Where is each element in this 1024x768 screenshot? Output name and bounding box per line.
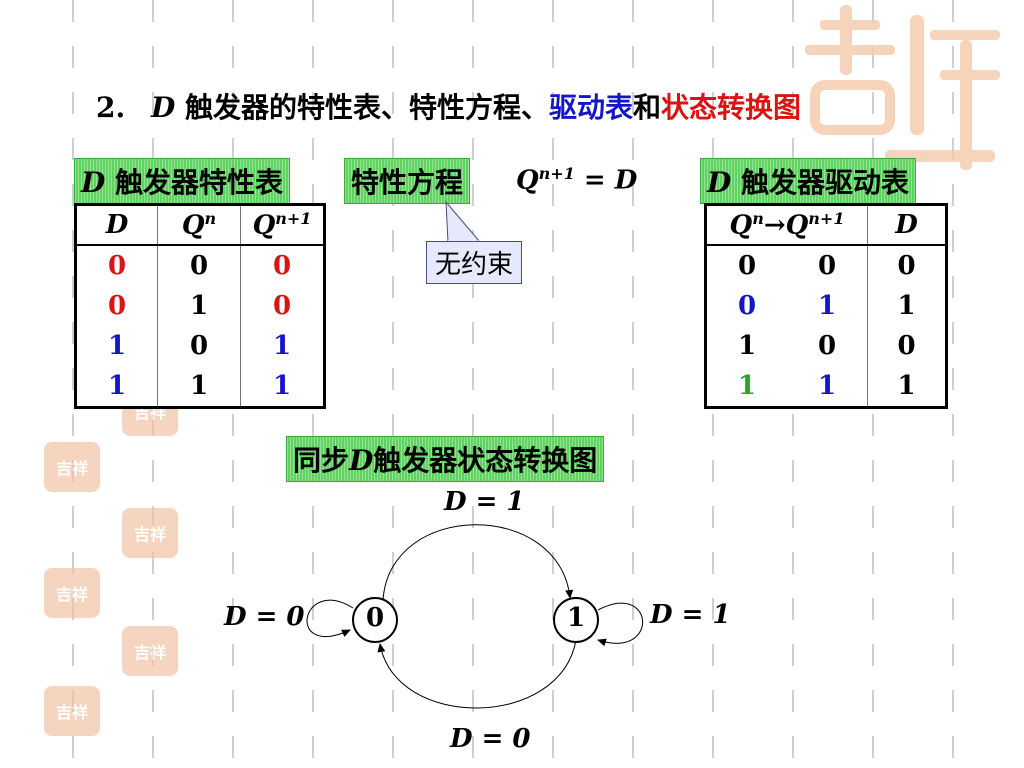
heading-and: 和 <box>633 91 662 124</box>
heading-number: 2. <box>96 91 126 124</box>
char-table-title-text: 触发器特性表 <box>105 166 284 199</box>
cell-qn: 1 <box>737 331 757 361</box>
cell-qn1: 1 <box>240 326 325 366</box>
diagram-title-pre: 同步 <box>293 444 350 477</box>
cell-qn: 0 <box>157 245 241 286</box>
cell-d: 1 <box>107 331 127 361</box>
cell-d: 1 <box>867 366 947 408</box>
heading-d: D <box>150 91 176 124</box>
equation-q: Q <box>516 165 539 196</box>
table-row: 0 0 0 <box>76 245 325 286</box>
self-loop-1 <box>597 602 644 647</box>
cell-qn1: 0 <box>817 251 837 281</box>
cell-d: 1 <box>107 371 127 401</box>
cell-d: 1 <box>867 286 947 326</box>
emblem-icon: 吉祥 <box>122 626 178 676</box>
emblem-icon: 吉祥 <box>44 442 100 492</box>
table-row: 0 0 0 <box>706 245 947 286</box>
table-row: 1 1 1 <box>706 366 947 408</box>
emblem-icon: 吉祥 <box>122 508 178 558</box>
cell-qn: 1 <box>157 286 241 326</box>
drive-table-title-text: 触发器驱动表 <box>731 166 910 199</box>
diagram-title-post: 触发器状态转换图 <box>373 444 598 477</box>
cell-qn: 1 <box>737 371 757 401</box>
char-table: D Qn Qn+1 0 0 0 0 1 0 1 0 1 1 1 1 <box>74 203 326 409</box>
cell-qn1: 0 <box>240 286 325 326</box>
cell-qn: 0 <box>737 251 757 281</box>
unconstrained-note: 无约束 <box>426 241 523 284</box>
state-1-label: 1 <box>566 603 586 633</box>
cell-d: 0 <box>107 291 127 321</box>
heading-state-diagram: 状态转换图 <box>661 91 802 124</box>
label-left-d0: D = 0 <box>224 602 305 632</box>
table-row: 1 1 1 <box>76 366 325 408</box>
col-header-qn: Qn <box>157 204 241 246</box>
characteristic-equation: Qn+1 = D <box>516 164 637 196</box>
state-0-label: 0 <box>365 603 385 633</box>
state-diagram-title: 同步D触发器状态转换图 <box>286 436 605 482</box>
diagram-title-d: D <box>349 444 374 477</box>
equation-rhs: = D <box>574 165 638 196</box>
drive-table-title-d: D <box>707 166 732 199</box>
table-header-row: D Qn Qn+1 <box>75 204 325 246</box>
state-1-circle <box>553 597 599 643</box>
label-top-d1: D = 1 <box>444 487 525 517</box>
label-bottom-d0: D = 0 <box>450 724 531 754</box>
transition-0-to-1 <box>382 524 574 601</box>
char-table-title: D 触发器特性表 <box>74 158 291 204</box>
table-row: 0 1 0 <box>76 286 325 326</box>
emblem-icon: 吉祥 <box>44 686 100 736</box>
note-text: 无约束 <box>435 250 514 280</box>
cell-qn1: 1 <box>817 371 837 401</box>
heading-text: 触发器的特性表、特性方程、 <box>175 91 550 124</box>
cell-d: 0 <box>867 245 947 286</box>
cell-qn: 1 <box>157 366 241 408</box>
equation-label: 特性方程 <box>344 158 471 204</box>
equation-sup: n+1 <box>538 164 575 183</box>
drive-table: Qn→Qn+1 D 0 0 0 0 1 1 1 0 0 1 1 1 <box>704 203 948 409</box>
transition-1-to-0 <box>377 639 577 709</box>
cell-qn1: 1 <box>817 291 837 321</box>
heading-drive-table: 驱动表 <box>549 91 634 124</box>
equation-label-text: 特性方程 <box>351 166 464 199</box>
col-header-d: D <box>75 204 158 246</box>
char-table-title-d: D <box>81 166 106 199</box>
table-row: 1 0 0 <box>706 326 947 366</box>
col-header-qn1: Qn+1 <box>240 204 325 246</box>
cell-d: 0 <box>867 326 947 366</box>
table-header-row: Qn→Qn+1 D <box>705 204 947 246</box>
cell-qn1: 1 <box>240 366 325 408</box>
self-loop-0 <box>306 599 354 637</box>
cell-qn: 0 <box>737 291 757 321</box>
col-header-transition: Qn→Qn+1 <box>705 204 868 246</box>
cell-qn: 0 <box>157 326 241 366</box>
emblem-icon: 吉祥 <box>44 568 100 618</box>
col-header-d: D <box>867 204 947 246</box>
section-heading: 2. D 触发器的特性表、特性方程、驱动表和状态转换图 <box>96 86 801 126</box>
cell-qn1: 0 <box>817 331 837 361</box>
cell-d: 0 <box>107 251 127 281</box>
state-0-circle <box>352 597 398 643</box>
label-right-d1: D = 1 <box>650 600 731 630</box>
cell-qn1: 0 <box>240 245 325 286</box>
table-row: 0 1 1 <box>706 286 947 326</box>
table-row: 1 0 1 <box>76 326 325 366</box>
drive-table-title: D 触发器驱动表 <box>700 158 917 204</box>
